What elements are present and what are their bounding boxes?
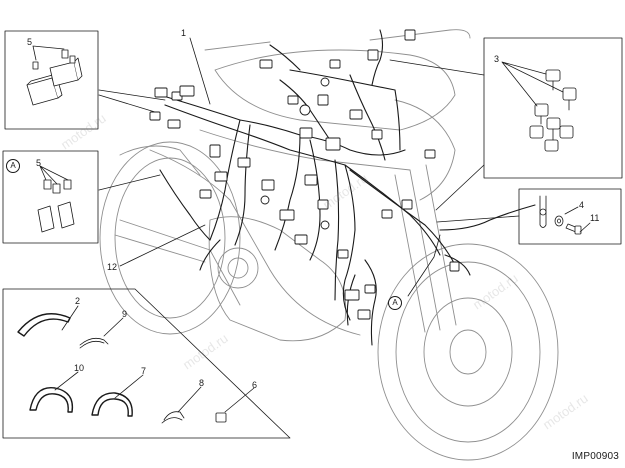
callout-3: 3	[494, 54, 500, 64]
callout-4: 4	[579, 200, 585, 210]
screw-icon	[565, 223, 582, 235]
callout-7: 7	[141, 366, 147, 376]
motorcycle-outline	[99, 29, 559, 461]
cable-clamp-icon	[17, 313, 133, 417]
callout-10: 10	[74, 363, 85, 373]
callout-5-detail: 5	[36, 158, 42, 168]
connector-icon	[215, 412, 227, 423]
callout-8: 8	[199, 378, 205, 388]
callout-1: 1	[181, 28, 187, 38]
detail-box-relays	[4, 30, 99, 130]
figure-code: IMP00903	[571, 451, 619, 462]
callout-5-top: 5	[27, 37, 33, 47]
callout-6: 6	[252, 380, 258, 390]
callout-12: 12	[107, 262, 118, 272]
detail-box-fuses	[2, 150, 99, 244]
detail-marker-a-legend: A	[6, 159, 20, 173]
detail-box-clamps	[2, 288, 291, 439]
cable-tie-icon	[79, 337, 185, 424]
fuse-icon	[37, 179, 75, 233]
washer-icon	[554, 215, 564, 227]
callout-11: 11	[590, 213, 600, 223]
fuse-icon	[32, 49, 76, 70]
harness-connectors	[149, 29, 460, 320]
callout-9: 9	[122, 309, 128, 319]
callout-2: 2	[75, 296, 81, 306]
detail-box-connectors	[483, 37, 623, 179]
connector-icon	[529, 69, 577, 152]
callout-leaders	[98, 37, 520, 297]
detail-box-fasteners	[518, 188, 622, 245]
relay-icon	[26, 57, 83, 106]
detail-marker-a-harness: A	[388, 296, 402, 310]
